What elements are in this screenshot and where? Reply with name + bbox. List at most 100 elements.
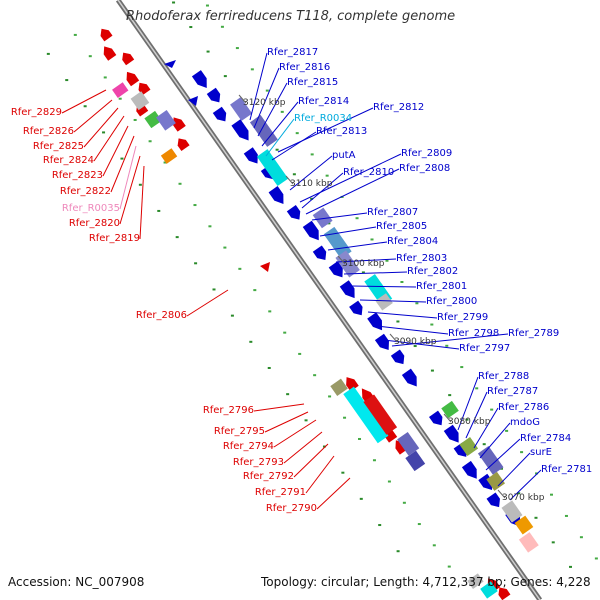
- gene-arrow: [498, 587, 511, 600]
- gene-label: putA: [332, 150, 356, 161]
- leader-line: [497, 452, 531, 487]
- gc-dot: [569, 565, 573, 568]
- gene-label: Rfer_2794: [223, 441, 274, 452]
- leader-line: [283, 431, 323, 464]
- gc-dot: [448, 394, 452, 397]
- gc-dot: [355, 217, 359, 220]
- gene-block: [405, 450, 426, 472]
- gene-arrow: [461, 460, 477, 479]
- gene-arrow: [302, 220, 319, 241]
- genome-summary-text: Topology: circular; Length: 4,712,337 bp…: [261, 575, 591, 589]
- gene-feature: [514, 515, 534, 535]
- gene-feature: [212, 106, 227, 122]
- gene-label: Rfer_2793: [233, 457, 284, 468]
- gene-arrow: [286, 205, 301, 220]
- gene-feature: [312, 207, 333, 229]
- leader-line: [485, 438, 521, 471]
- gene-feature: [243, 147, 258, 164]
- leader-line: [457, 376, 479, 431]
- gene-label: Rfer_2814: [298, 96, 349, 107]
- gc-dot: [361, 271, 365, 274]
- gene-feature: [100, 28, 113, 42]
- gc-dot: [189, 26, 193, 29]
- gene-feature: [480, 581, 498, 599]
- gc-dot: [235, 47, 239, 50]
- gc-dot: [445, 344, 449, 347]
- gene-arrow: [339, 280, 355, 299]
- leader-line: [273, 419, 317, 448]
- gene-block: [160, 148, 178, 164]
- gc-dot: [205, 4, 209, 7]
- leader-line: [271, 131, 317, 161]
- leader-line: [479, 422, 511, 459]
- gene-block: [467, 573, 484, 590]
- gc-dot: [370, 238, 374, 241]
- gene-arrow: [100, 28, 113, 42]
- gc-dot: [223, 75, 227, 78]
- gene-block: [477, 446, 504, 475]
- gene-feature: [397, 431, 420, 456]
- gene-feature: [330, 378, 348, 396]
- gene-block: [323, 226, 352, 259]
- gc-dot: [268, 310, 272, 313]
- gene-label: Rfer_2807: [367, 207, 418, 218]
- gene-arrow: [395, 440, 409, 455]
- gc-dot: [430, 323, 434, 326]
- gene-feature: [230, 97, 253, 121]
- gene-feature: [349, 300, 363, 316]
- gene-label: Rfer_2802: [407, 266, 458, 277]
- gene-feature: [518, 532, 539, 553]
- leader-line: [257, 82, 288, 137]
- gene-label: Rfer_2806: [136, 310, 187, 321]
- gc-dot: [358, 437, 362, 440]
- leader-line: [277, 107, 374, 153]
- gene-feature: [177, 138, 190, 152]
- leader-line: [391, 333, 509, 347]
- gene-label: Rfer_2809: [401, 148, 452, 159]
- gc-dot: [175, 236, 179, 239]
- gc-dot: [505, 429, 509, 432]
- gene-block: [312, 207, 333, 229]
- gc-dot: [194, 262, 198, 265]
- scale-tick-label: 3100 kbp: [342, 259, 385, 269]
- accession-text: Accession: NC_007908: [8, 575, 145, 589]
- gene-arrow: [164, 60, 176, 68]
- gene-label: Rfer_2798: [448, 328, 499, 339]
- gene-label: Rfer_2791: [255, 487, 306, 498]
- gene-features: [100, 28, 539, 600]
- gc-dot: [520, 451, 524, 454]
- gc-dot: [415, 302, 419, 305]
- leader-line: [139, 165, 145, 240]
- gene-feature: [268, 186, 284, 204]
- gene-arrow: [122, 52, 135, 66]
- gene-block: [112, 82, 129, 98]
- leader-line: [249, 52, 268, 121]
- gene-block: [441, 400, 459, 419]
- gc-dot: [341, 471, 345, 474]
- gene-label: Rfer_2787: [487, 386, 538, 397]
- leader-line: [293, 443, 329, 478]
- gene-feature: [375, 293, 393, 311]
- gc-dot: [325, 174, 329, 177]
- gc-dot: [460, 366, 464, 369]
- gene-feature: [335, 250, 360, 278]
- gc-dot: [208, 225, 212, 228]
- leader-line: [253, 403, 305, 412]
- gene-block: [397, 431, 420, 456]
- leader-line: [335, 258, 397, 263]
- leader-line: [305, 168, 400, 215]
- gene-feature: [363, 394, 398, 435]
- gene-label: Rfer_2784: [520, 433, 571, 444]
- gene-feature: [122, 52, 135, 66]
- leader-line: [73, 99, 113, 133]
- leader-line: [186, 289, 229, 317]
- gene-label: Rfer_2822: [60, 186, 111, 197]
- gene-arrow: [188, 96, 198, 106]
- gene-feature: [346, 377, 359, 392]
- gc-dot: [250, 68, 254, 71]
- gene-block: [330, 378, 348, 396]
- gc-dot: [400, 281, 404, 284]
- leader-line: [465, 391, 488, 439]
- gc-dot: [230, 314, 234, 317]
